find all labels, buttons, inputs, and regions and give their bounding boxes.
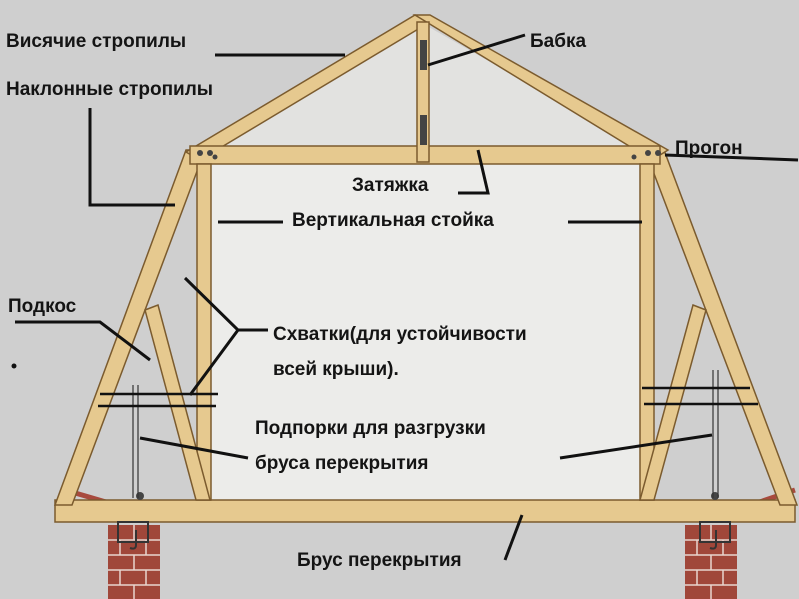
label-vertical-post: Вертикальная стойка <box>292 210 494 231</box>
label-props-line1: Подпорки для разгрузки <box>255 418 486 439</box>
leader-tie-beam <box>458 149 490 195</box>
right-strut <box>639 304 707 501</box>
horizontal-ties <box>98 386 758 408</box>
stray-dot <box>11 363 17 369</box>
leader-props-left <box>139 436 249 460</box>
label-floor-beam: Брус перекрытия <box>297 550 462 571</box>
label-tie-beam: Затяжка <box>352 175 429 196</box>
label-purlin: Прогон <box>675 138 743 159</box>
left-brick-pillar <box>108 525 160 599</box>
leader-props-right <box>559 433 713 460</box>
label-props-line2: бруса перекрытия <box>255 453 429 474</box>
right-brick-pillar <box>685 525 737 599</box>
leader-strut <box>15 320 151 362</box>
label-sloped-rafters: Наклонные стропилы <box>6 79 214 100</box>
floor-beam <box>54 499 796 523</box>
prop-rods <box>132 370 719 498</box>
leader-purlin <box>664 153 799 162</box>
label-ties-line2: всей крыши). <box>273 359 399 380</box>
attic-space <box>200 150 645 510</box>
label-ties-line1: Схватки(для устойчивости <box>273 324 527 345</box>
label-strut: Подкос <box>8 296 77 317</box>
label-king-post: Бабка <box>530 31 587 52</box>
right-hanging-rafter <box>412 14 670 161</box>
right-vertical-post <box>639 163 655 501</box>
anchor-brackets <box>117 521 731 550</box>
leader-sloped-rafters <box>88 108 175 207</box>
left-strut <box>144 304 211 501</box>
leader-floor-beam <box>503 514 524 561</box>
leader-king-post <box>427 33 526 67</box>
label-hanging-rafters: Висячие стропилы <box>6 31 187 52</box>
